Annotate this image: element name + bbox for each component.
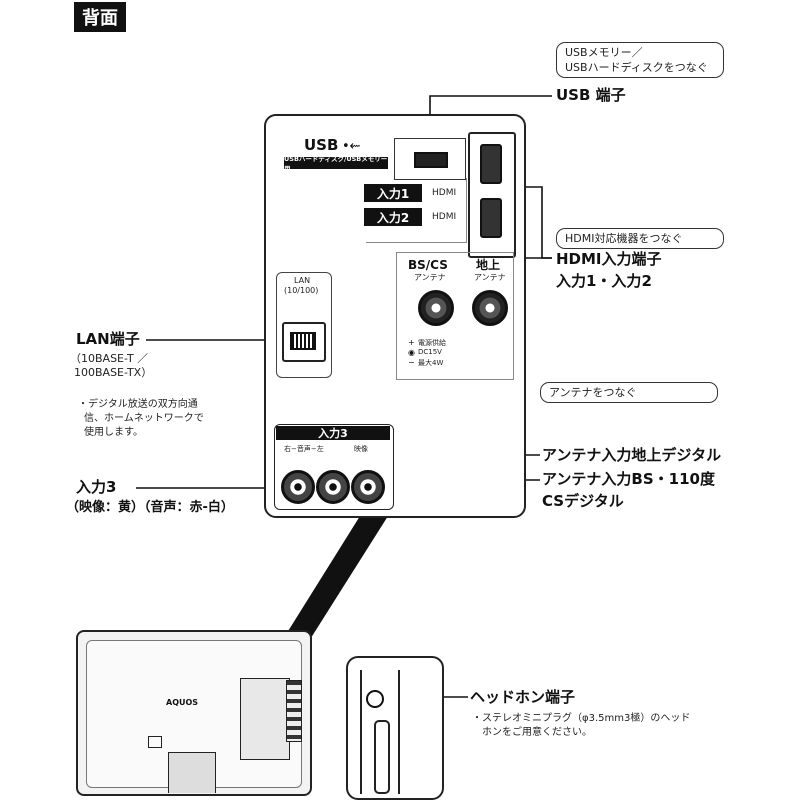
headphone-desc-line2: ホンをご用意ください。 — [482, 727, 592, 738]
usb-panel-label: USB — [304, 136, 339, 154]
tv-small-port — [148, 736, 162, 748]
input3-frame — [274, 424, 394, 510]
lan-desc-line2: 信、ホームネットワークで — [84, 413, 204, 424]
hdmi2-port[interactable] — [480, 198, 502, 238]
terrestrial-sub-label: アンテナ — [474, 273, 506, 282]
headphone-side-panel — [360, 670, 400, 794]
hdmi-port-housing — [468, 132, 516, 258]
usb-note-line2: USBハードディスクをつなぐ — [565, 61, 708, 74]
lan-spec-line2: 100BASE-TX） — [74, 366, 153, 379]
terrestrial-antenna-port[interactable] — [472, 290, 508, 326]
bscs-antenna-port[interactable] — [418, 290, 454, 326]
headphone-zoom-frame — [346, 656, 444, 800]
power-info-line1: 電源供給 — [418, 339, 446, 347]
usb-sub-label: USBハードディスク/USBメモリー用 — [284, 155, 388, 173]
zoom-wedge — [270, 516, 388, 660]
page-title: 背面 — [74, 2, 126, 32]
tv-side-terminals — [286, 680, 302, 742]
input3-panel-title: 入力3 — [276, 426, 390, 440]
hdmi-note: HDMI対応機器をつなぐ — [556, 228, 724, 249]
bscs-label: BS/CS — [408, 258, 448, 272]
bscs-sub-label: アンテナ — [414, 273, 446, 282]
power-polarity-icon: +◉− — [408, 338, 415, 367]
headphone-terminal-label: ヘッドホン端子 — [470, 688, 576, 706]
lan-desc-line1: ・デジタル放送の双方向通 — [78, 399, 198, 410]
power-info-line3: 最大4W — [418, 359, 444, 367]
hdmi-frame — [366, 178, 467, 243]
input3-label: 入力3 — [76, 478, 117, 496]
lan-spec-line1: （10BASE-T ／ — [70, 352, 149, 365]
antenna-note: アンテナをつなぐ — [540, 382, 718, 403]
hdmi2-label: HDMI — [432, 212, 457, 222]
lan-panel-label: LAN — [294, 276, 311, 285]
hdmi-terminal-label-line2: 入力1・入力2 — [556, 272, 652, 290]
lan-desc-line3: 使用します。 — [84, 427, 143, 438]
terrestrial-label: 地上 — [476, 258, 501, 272]
lan-panel-sub: (10/100) — [284, 286, 319, 295]
input3-audio-label: 右−音声−左 — [284, 445, 324, 453]
usb-note-line1: USBメモリー／ — [565, 46, 643, 59]
hdmi1-port[interactable] — [480, 144, 502, 184]
tv-connector-box — [240, 678, 290, 760]
input3-desc: （映像：黄）（音声：赤-白） — [66, 500, 234, 515]
antenna-bs-label-line1: アンテナ入力BS・110度 — [542, 470, 715, 488]
headphone-jack[interactable] — [366, 690, 384, 708]
headphone-cable-guide — [374, 720, 390, 794]
input3-audio-left-jack[interactable] — [316, 470, 350, 504]
input3-video-jack[interactable] — [351, 470, 385, 504]
tv-brand-logo: AQUOS — [166, 698, 199, 707]
hdmi-terminal-label-line1: HDMI入力端子 — [556, 250, 662, 268]
power-info-line2: DC15V — [418, 348, 442, 356]
usb-terminal-label: USB 端子 — [556, 86, 626, 104]
lan-port-jack-icon — [290, 332, 316, 350]
input1-label: 入力1 — [364, 184, 422, 202]
tv-stand — [168, 752, 216, 793]
hdmi1-label: HDMI — [432, 188, 457, 198]
usb-frame — [394, 138, 466, 180]
input3-audio-right-jack[interactable] — [281, 470, 315, 504]
usb-note: USBメモリー／ USBハードディスクをつなぐ — [556, 42, 724, 78]
usb-port[interactable] — [414, 152, 448, 168]
antenna-frame — [396, 252, 514, 380]
input3-video-label: 映像 — [354, 445, 368, 453]
lan-terminal-label: LAN端子 — [76, 330, 140, 348]
antenna-bs-label-line2: CSデジタル — [542, 492, 624, 510]
input2-label: 入力2 — [364, 208, 422, 226]
antenna-terrestrial-label: アンテナ入力地上デジタル — [542, 446, 722, 464]
usb-symbol-icon: •⇜ — [342, 139, 361, 154]
headphone-desc-line1: ・ステレオミニプラグ（φ3.5mm3極）のヘッド — [472, 713, 691, 724]
lan-frame — [276, 272, 332, 378]
